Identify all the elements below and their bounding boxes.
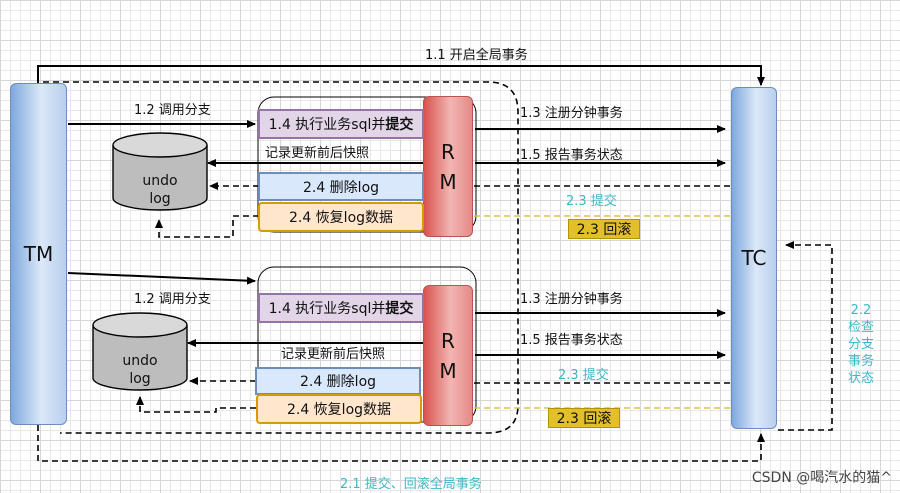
undo-cylinder-bottom (92, 312, 188, 391)
open-global-label: 1.1 开启全局事务 (425, 48, 528, 63)
exec-sql-bottom: 1.4 执行业务sql并提交 (258, 293, 424, 323)
watermark: CSDN @喝汽水的猫^ (751, 470, 892, 486)
global-commit-line (37, 425, 765, 462)
tm-node: TM (10, 83, 67, 425)
restore-top-arrow (155, 215, 259, 238)
rm-group-top (257, 96, 477, 233)
delete-log-bottom: 2.4 删除log (255, 367, 421, 395)
register-bottom-label: 1.3 注册分钟事务 (520, 292, 623, 307)
call-branch-bottom-arrow (67, 272, 256, 285)
snapshot-top-label: 记录更新前后快照 (265, 146, 370, 161)
exec-sql-bottom-text: 1.4 执行业务sql并 (268, 301, 386, 317)
undo-cylinder-top (112, 132, 208, 211)
commit-bottom-label: 2.3 提交 (558, 368, 609, 383)
report-bottom-label: 1.5 报告事务状态 (520, 333, 623, 348)
snapshot-bottom-label: 记录更新前后快照 (281, 347, 386, 362)
global-commit-label: 2.1 提交、回滚全局事务 (340, 477, 482, 492)
restore-log-bottom: 2.4 恢复log数据 (256, 394, 422, 424)
call-branch-top-label: 1.2 调用分支 (134, 103, 211, 118)
delete-log-top: 2.4 删除log (258, 172, 424, 201)
call-branch-bottom-label: 1.2 调用分支 (134, 292, 211, 307)
rollback-bottom-label: 2.3 回滚 (548, 408, 620, 428)
exec-sql-top-bold: 提交 (385, 117, 414, 133)
report-top-label: 1.5 报告事务状态 (520, 148, 623, 163)
commit-top-label: 2.3 提交 (566, 194, 617, 209)
restore-bottom-arrow (136, 396, 256, 413)
open-global-line (37, 65, 765, 86)
exec-sql-top: 1.4 执行业务sql并提交 (258, 109, 424, 139)
exec-sql-top-text: 1.4 执行业务sql并 (268, 117, 386, 133)
check-status-loop (778, 241, 833, 431)
restore-log-top: 2.4 恢复log数据 (258, 202, 424, 232)
register-top-label: 1.3 注册分钟事务 (520, 106, 623, 121)
tm-group-outline (37, 81, 519, 434)
exec-sql-bottom-bold: 提交 (385, 301, 414, 317)
rollback-top-label: 2.3 回滚 (568, 219, 640, 239)
tc-node: TC (731, 87, 777, 429)
